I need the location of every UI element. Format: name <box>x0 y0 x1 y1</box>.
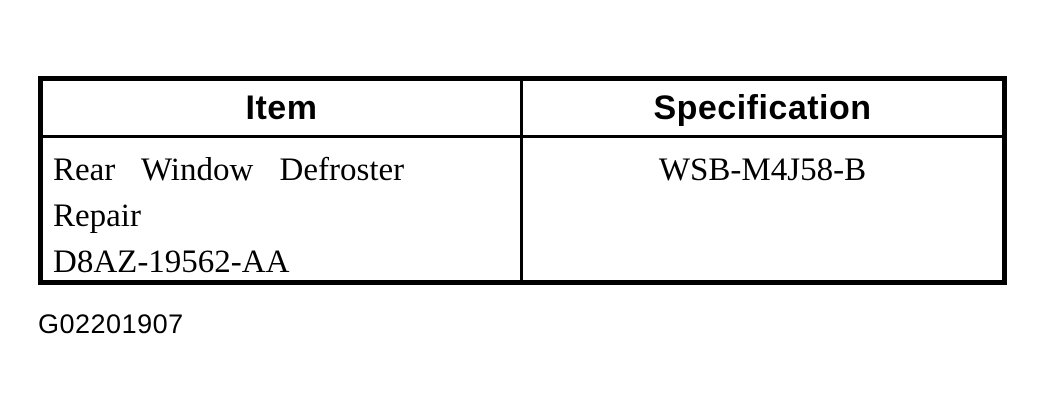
item-line: Rear Window Defroster <box>53 152 405 188</box>
item-cell: Rear Window Defroster Repair D8AZ-19562-… <box>43 138 523 285</box>
item-line: D8AZ-19562-AA <box>53 244 290 280</box>
column-header-specification: Specification <box>653 88 872 127</box>
column-header-item: Item <box>43 81 523 135</box>
specification-cell: WSB-M4J58-B <box>658 152 867 188</box>
table-header-row: Item Specification <box>43 81 1002 138</box>
figure-id: G02201907 <box>38 309 184 339</box>
item-line: Repair <box>53 198 141 234</box>
specification-table: Item Specification Rear Window Defroster… <box>38 76 1007 285</box>
table-row: Rear Window Defroster Repair D8AZ-19562-… <box>43 138 1002 285</box>
